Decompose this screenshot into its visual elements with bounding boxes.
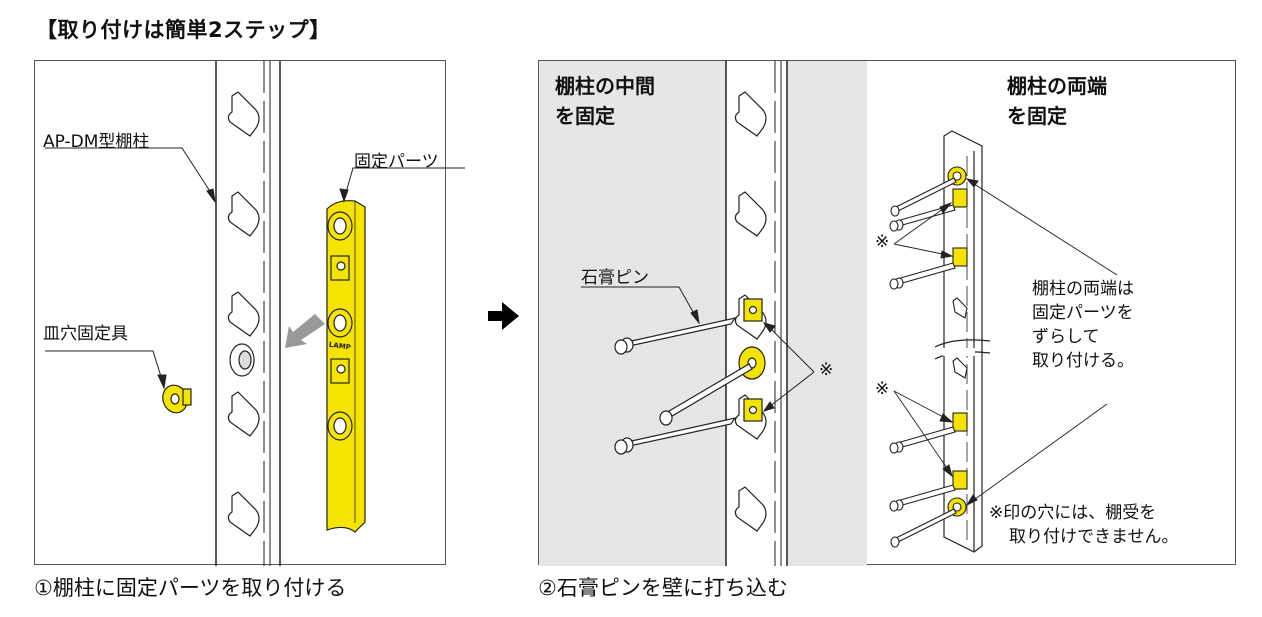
leader-lines bbox=[45, 147, 465, 390]
ends-explanation: 棚柱の両端は 固定パーツを ずらして 取り付ける。 bbox=[1032, 277, 1134, 373]
end-leader-lines bbox=[893, 178, 1118, 507]
ends-heading-line2: を固定 bbox=[1007, 104, 1067, 128]
middle-mark: ※ bbox=[819, 360, 834, 380]
ends-heading-line1: 棚柱の両端 bbox=[1007, 74, 1107, 98]
label-countersink-fixture: 皿穴固定具 bbox=[43, 324, 128, 344]
plaster-pins bbox=[614, 317, 753, 455]
step1-caption: ①棚柱に固定パーツを取り付ける bbox=[34, 576, 347, 600]
slot bbox=[227, 391, 260, 437]
ends-mark-bottom: ※ bbox=[875, 379, 890, 399]
wall-right bbox=[787, 61, 867, 566]
middle-leader-lines bbox=[581, 286, 815, 412]
page-title: 【取り付けは簡単2ステップ】 bbox=[36, 18, 331, 42]
step2-caption: ②石膏ピンを壁に打ち込む bbox=[538, 576, 788, 600]
footnote-line: ※印の穴には、棚受を bbox=[989, 503, 1157, 523]
slot bbox=[227, 491, 260, 537]
explanation-line: 取り付ける。 bbox=[1032, 351, 1134, 371]
label-fixing-part: 固定パーツ bbox=[354, 152, 439, 172]
slot bbox=[952, 357, 968, 379]
explanation-line: 固定パーツを bbox=[1032, 303, 1134, 323]
explanation-line: 棚柱の両端は bbox=[1032, 279, 1134, 299]
end-post bbox=[934, 130, 991, 553]
explanation-line: ずらして bbox=[1032, 327, 1100, 347]
countersink-fixture bbox=[162, 384, 192, 414]
fixing-part bbox=[326, 200, 366, 533]
slot bbox=[227, 191, 260, 237]
middle-heading-line1: 棚柱の中間 bbox=[555, 74, 655, 98]
label-plaster-pin: 石膏ピン bbox=[581, 268, 649, 288]
slot bbox=[734, 191, 767, 237]
footnote-line: 取り付けできません。 bbox=[1009, 527, 1179, 547]
slot bbox=[734, 91, 767, 137]
step2-illustration bbox=[539, 61, 1118, 566]
ends-footnote: ※印の穴には、棚受を 取り付けできません。 bbox=[989, 501, 1179, 549]
shelf-post bbox=[215, 61, 281, 566]
step1-panel: LAMP AP-DM型棚柱 固定パーツ 皿穴固定具 bbox=[34, 60, 465, 566]
middle-heading-line2: を固定 bbox=[555, 104, 615, 128]
attach-direction-arrow bbox=[285, 314, 325, 348]
next-step-arrow-icon bbox=[488, 302, 519, 330]
step2-panel: 棚柱の中間 を固定 石膏ピン ※ 棚柱の両端 を固定 ※ ※ 棚柱の両端は 固定… bbox=[538, 60, 1236, 566]
ends-mark-top: ※ bbox=[875, 232, 890, 252]
middle-post bbox=[725, 61, 788, 566]
post-slots bbox=[227, 91, 260, 537]
label-post: AP-DM型棚柱 bbox=[43, 132, 150, 152]
slot bbox=[227, 291, 260, 337]
slot bbox=[734, 486, 767, 532]
fixing-part-logo: LAMP bbox=[328, 341, 351, 352]
end-post-pins bbox=[889, 177, 957, 548]
slot bbox=[227, 91, 260, 137]
slot bbox=[952, 297, 968, 319]
step1-illustration: LAMP bbox=[45, 61, 465, 566]
middle-post-slots bbox=[734, 91, 767, 532]
